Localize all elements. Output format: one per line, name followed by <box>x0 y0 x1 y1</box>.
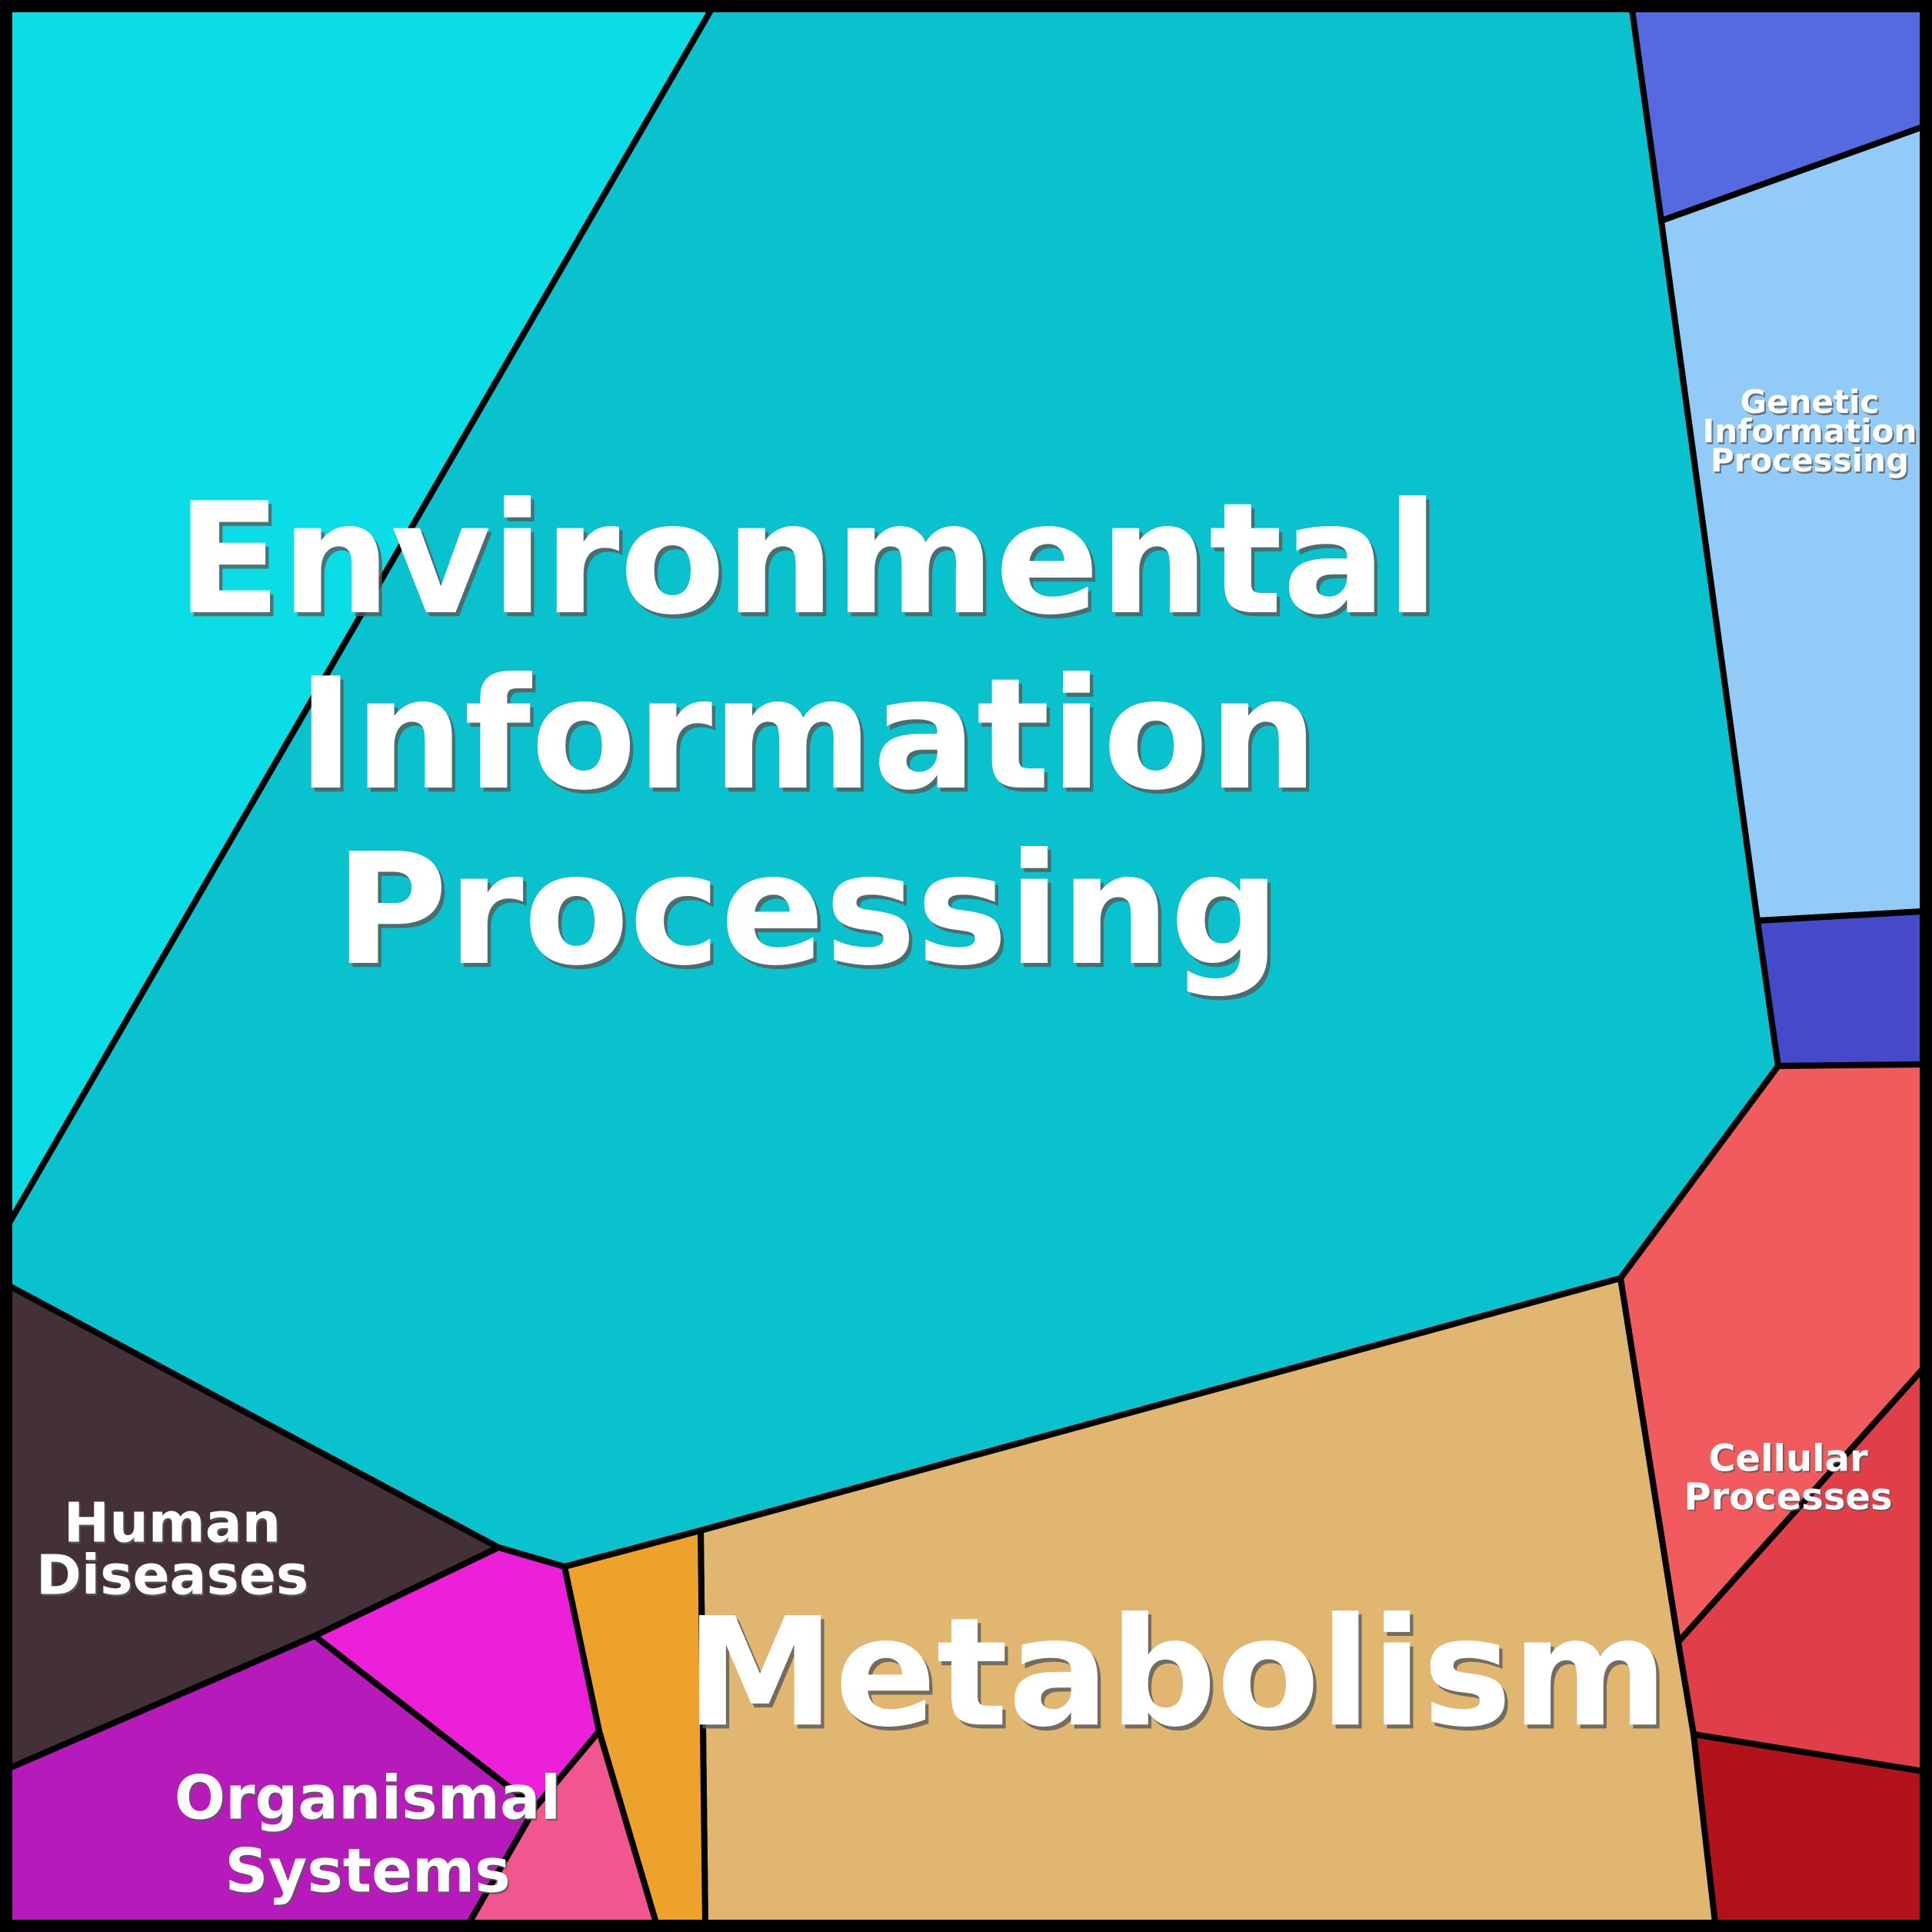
region-gip-subcell-lower-strip <box>1754 908 1926 1069</box>
region-cp-subcell-bottom-corner <box>1690 1731 1926 1926</box>
region-label-metabolism: Metabolism <box>685 1585 1668 1760</box>
region-label-shadow-metabolism: Metabolism <box>688 1589 1671 1764</box>
